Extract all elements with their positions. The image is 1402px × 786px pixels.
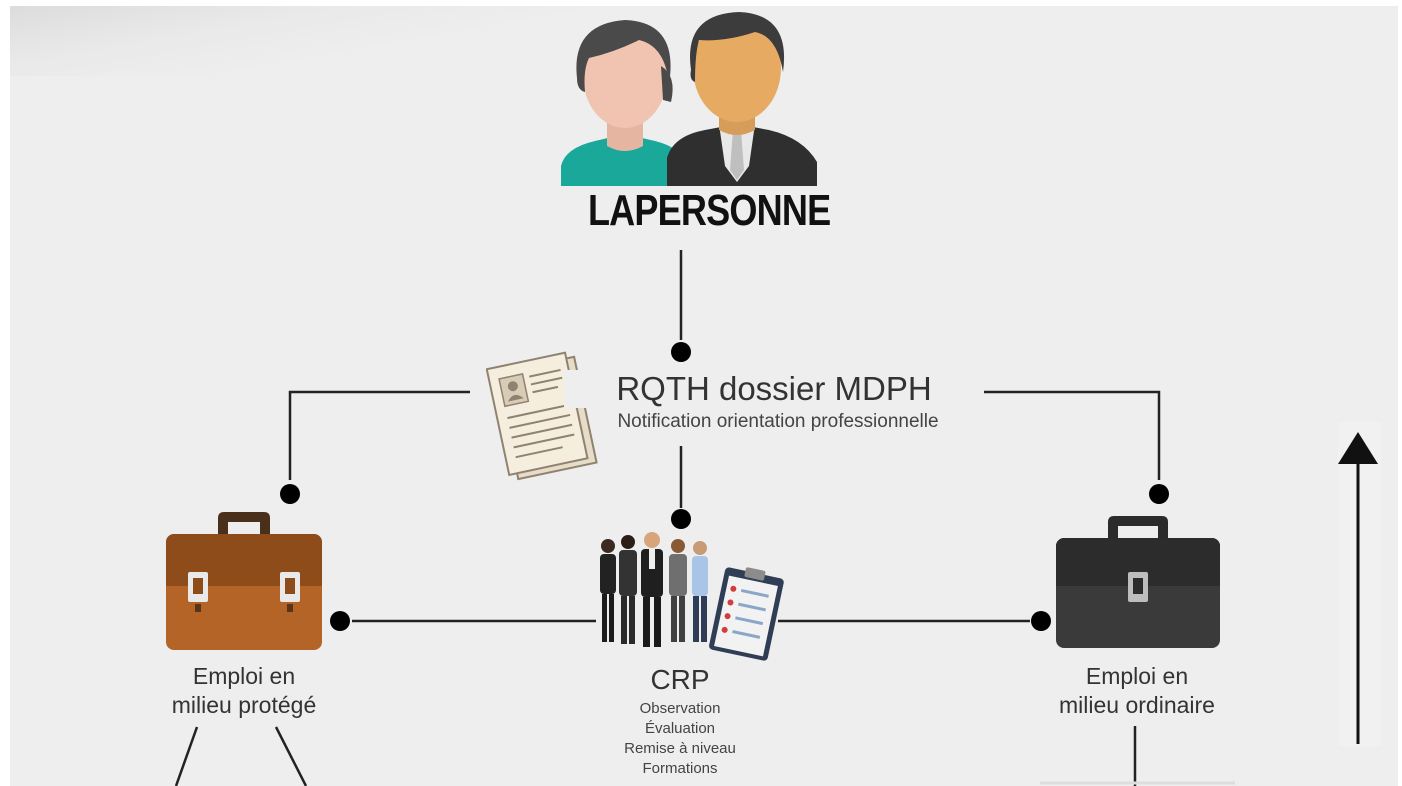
protected-employment-line2: milieu protégé bbox=[171, 692, 317, 718]
brown-briefcase-icon bbox=[166, 512, 322, 650]
protected-employment-line1: Emploi en bbox=[192, 663, 296, 689]
crp-item: Formations bbox=[642, 760, 718, 777]
clipboard-icon bbox=[709, 567, 784, 661]
arrow-up-icon bbox=[1338, 422, 1382, 746]
ordinary-employment-line1: Emploi en bbox=[1085, 663, 1189, 689]
crp-title: CRP bbox=[650, 664, 710, 695]
crp-item: Observation bbox=[639, 700, 721, 717]
crp-item: Évaluation bbox=[644, 720, 716, 737]
crp-activities: Observation Évaluation Remise à niveau F… bbox=[560, 699, 800, 779]
ordinary-employment-label: Emploi en milieu ordinaire bbox=[1017, 662, 1257, 720]
team-icon bbox=[600, 532, 708, 647]
crp-item: Remise à niveau bbox=[624, 740, 736, 757]
dark-briefcase-icon bbox=[1056, 516, 1220, 648]
protected-employment-label: Emploi en milieu protégé bbox=[124, 662, 364, 720]
ordinary-employment-line2: milieu ordinaire bbox=[1059, 692, 1215, 718]
people-icon bbox=[561, 12, 817, 186]
rqth-title: RQTH dossier MDPH bbox=[564, 370, 984, 408]
rqth-subtitle: Notification orientation professionnelle bbox=[617, 411, 939, 432]
page-title: LAPERSONNE bbox=[587, 186, 831, 235]
